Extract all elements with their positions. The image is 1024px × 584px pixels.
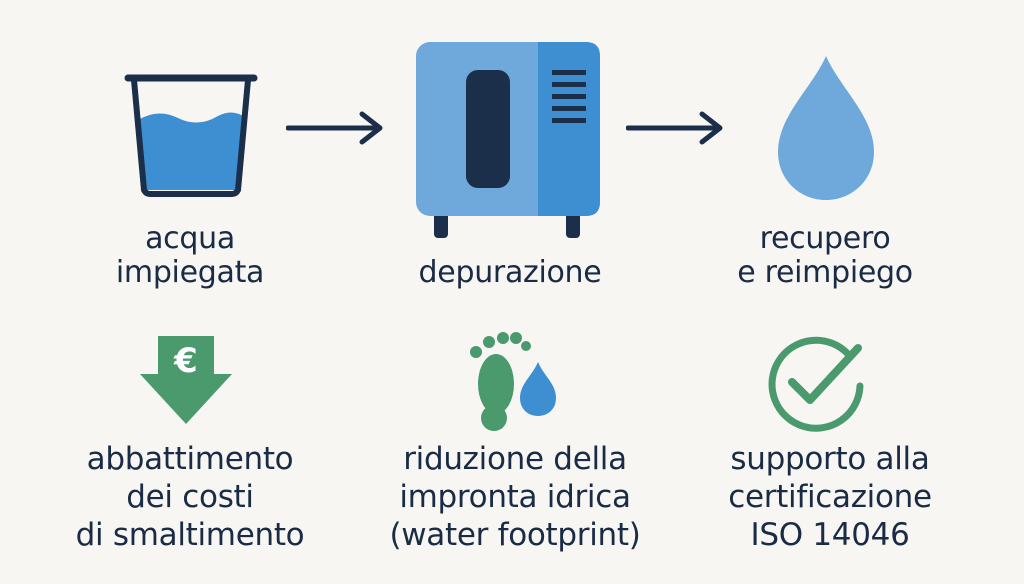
benefit-label-water-footprint: riduzione della impronta idrica (water f… xyxy=(389,441,641,553)
checkmark-circle-icon xyxy=(768,336,864,432)
benefit-label-iso-certification: supporto alla certificazione ISO 14046 xyxy=(728,441,932,553)
benefit-label-cost-reduction: abbattimento dei costi di smaltimento xyxy=(75,441,305,553)
step-label-recovery-reuse: recupero e reimpiego xyxy=(737,221,913,290)
arrow-right-icon xyxy=(626,111,723,145)
purification-unit-icon xyxy=(416,42,600,238)
footprint-drop-icon xyxy=(470,332,556,431)
euro-symbol: € xyxy=(173,341,198,381)
step-label-purification: depurazione xyxy=(418,255,602,290)
water-drop-icon xyxy=(778,56,874,200)
step-label-water-used: acqua impiegata xyxy=(115,221,265,290)
bucket-water-icon xyxy=(124,74,258,197)
euro-down-arrow-icon: € xyxy=(140,336,232,424)
arrow-right-icon xyxy=(286,111,383,145)
